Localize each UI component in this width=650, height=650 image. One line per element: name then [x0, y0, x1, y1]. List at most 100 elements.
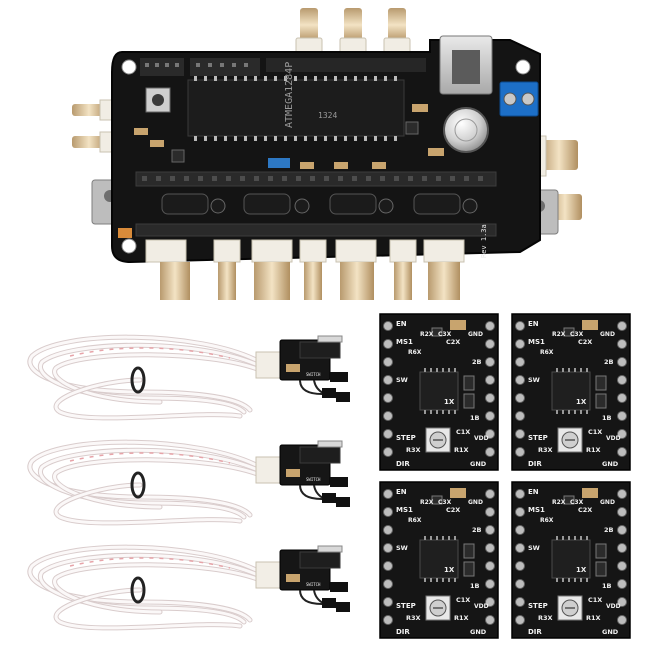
- header-pin: [383, 543, 393, 553]
- label-en: EN: [528, 488, 539, 496]
- label-c2x: C2X: [578, 506, 592, 514]
- smd-resistor: [286, 574, 300, 582]
- chip-pin: [454, 368, 456, 372]
- header-pin: [617, 375, 627, 385]
- smd-part: [463, 375, 475, 391]
- smd-part: [595, 393, 607, 409]
- label-1b: 1B: [602, 582, 612, 590]
- chip-pin: [424, 368, 426, 372]
- electrolytic-capacitor: [443, 107, 489, 153]
- label-step: STEP: [396, 434, 416, 442]
- header-pin: [383, 525, 393, 535]
- smd-capacitor: [582, 488, 598, 498]
- label-r6x: R6X: [540, 517, 554, 524]
- label-step: STEP: [396, 602, 416, 610]
- label-r2x: R2X: [420, 499, 434, 506]
- screw-terminal: [499, 81, 539, 117]
- wire-highlight: [39, 343, 262, 414]
- label-r3x: R3X: [538, 614, 553, 622]
- label-dir: DIR: [396, 460, 410, 468]
- label-r6x: R6X: [408, 517, 422, 524]
- label-gnd-bottom: GND: [602, 460, 619, 468]
- driver-chip: [419, 539, 459, 579]
- chip-pin: [448, 368, 450, 372]
- label-c3x: C3X: [570, 499, 584, 506]
- label-r2x: R2X: [552, 331, 566, 338]
- label-c3x: C3X: [438, 331, 452, 338]
- header-pin: [485, 393, 495, 403]
- switch-label: SWITCH: [306, 582, 321, 587]
- header-pin: [383, 357, 393, 367]
- header-pin: [383, 393, 393, 403]
- smd-resistor: [286, 364, 300, 372]
- header-pin: [383, 561, 393, 571]
- wire-stripe: [69, 557, 231, 569]
- label-2b: 2B: [604, 358, 614, 366]
- wire-highlight: [28, 335, 262, 412]
- wire-highlight: [54, 483, 242, 525]
- chip-pin: [556, 536, 558, 540]
- dupont-housing: [322, 493, 336, 503]
- driver-sockets: [135, 171, 497, 237]
- header-pin: [515, 321, 525, 331]
- header-pin: [383, 579, 393, 589]
- chip-pin: [454, 536, 456, 540]
- label-c2x: C2X: [578, 338, 592, 346]
- label-r3x: R3X: [406, 446, 421, 454]
- dupont-housing: [336, 392, 350, 402]
- header-pin: [617, 321, 627, 331]
- switch-lever: [317, 335, 343, 343]
- smd-part: [431, 495, 443, 505]
- header-pin: [383, 429, 393, 439]
- header-pin: [515, 357, 525, 367]
- dupont-housing: [336, 497, 350, 507]
- chip-pin: [574, 578, 576, 582]
- header-pin: [485, 597, 495, 607]
- label-2b: 2B: [472, 526, 482, 534]
- chip-pin: [580, 578, 582, 582]
- controller-board: ATMEGA1284P 1324: [72, 8, 582, 300]
- label-en: EN: [396, 320, 407, 328]
- label-1b: 1B: [602, 414, 612, 422]
- wire-highlight: [54, 588, 242, 630]
- header-pin: [617, 447, 627, 457]
- label-1x: 1X: [444, 566, 455, 574]
- chip-pin: [574, 410, 576, 414]
- chip-pin: [430, 536, 432, 540]
- switch-lever: [317, 545, 343, 553]
- switch-label: SWITCH: [306, 477, 321, 482]
- header-pin: [383, 597, 393, 607]
- dupont-wire: [299, 589, 323, 605]
- label-ms1: MS1: [396, 338, 413, 346]
- label-r2x: R2X: [552, 499, 566, 506]
- smd-part: [563, 327, 575, 337]
- label-c3x: C3X: [438, 499, 452, 506]
- label-gnd: GND: [468, 499, 483, 506]
- dupont-housing: [336, 602, 350, 612]
- chip-pin: [454, 578, 456, 582]
- label-sw: SW: [396, 544, 408, 552]
- header-pin: [485, 447, 495, 457]
- header-pin: [383, 615, 393, 625]
- microswitch: [299, 446, 341, 464]
- wire-highlight: [28, 545, 262, 622]
- driver-chip: [551, 539, 591, 579]
- label-c2x: C2X: [446, 338, 460, 346]
- smd-part: [463, 543, 475, 559]
- label-gnd: GND: [600, 331, 615, 338]
- chip-pin: [430, 368, 432, 372]
- header-pin: [617, 615, 627, 625]
- label-c2x: C2X: [446, 506, 460, 514]
- label-sw: SW: [396, 376, 408, 384]
- header-pin: [515, 447, 525, 457]
- jst-connector: [255, 456, 281, 484]
- header-pin: [383, 375, 393, 385]
- chip-pin: [430, 578, 432, 582]
- header-pin: [485, 429, 495, 439]
- chip-pin: [574, 536, 576, 540]
- smd-part: [463, 393, 475, 409]
- bottom-connectors: [145, 239, 465, 300]
